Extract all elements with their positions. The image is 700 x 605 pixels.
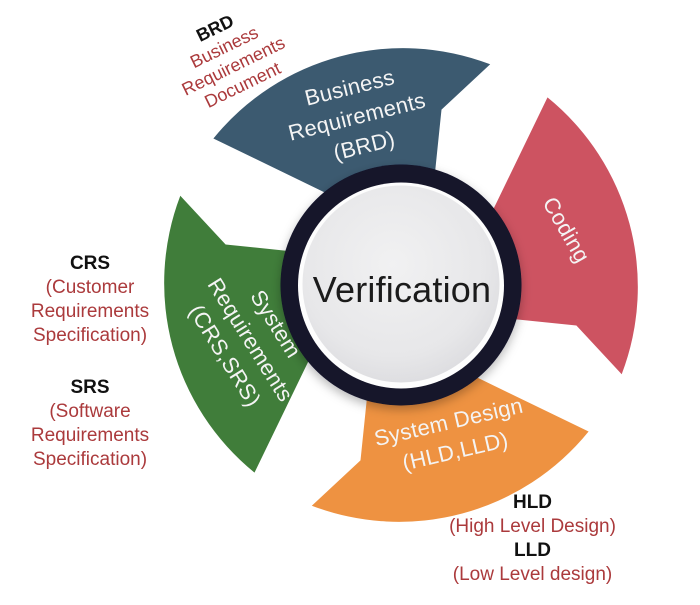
annotation-line: (High Level Design) <box>449 516 616 537</box>
annotation-acronym: LLD <box>514 540 551 561</box>
segment-business-requirements-shape <box>213 48 491 200</box>
segment-system-design-shape <box>311 370 589 522</box>
annotation-line: (Low Level design) <box>452 564 613 585</box>
segment-coding-shape <box>486 97 638 375</box>
segment-system-requirements-shape <box>164 195 316 473</box>
annotation-line: Specification) <box>32 449 148 470</box>
annotation-acronym: CRS <box>69 253 111 274</box>
annotation-line: (Customer <box>45 277 135 298</box>
annotation-line: (Software <box>49 401 131 422</box>
segment-system-requirements <box>164 195 316 473</box>
center-label: Verification <box>312 269 492 310</box>
annotation-line: Requirements <box>30 301 150 322</box>
annotation-crs: CRS (Customer Requirements Specification… <box>0 252 180 348</box>
annotation-acronym: HLD <box>512 492 553 513</box>
annotation-acronym: SRS <box>70 377 110 398</box>
segment-system-design <box>311 370 589 522</box>
annotation-hld-lld: HLD (High Level Design) LLD (Low Level d… <box>432 491 633 587</box>
center-disc <box>302 185 500 383</box>
annotation-line: Requirements <box>30 425 150 446</box>
segment-business-requirements <box>213 48 491 200</box>
segment-coding <box>486 97 638 375</box>
annotation-line: Specification) <box>32 325 148 346</box>
annotation-srs: SRS (Software Requirements Specification… <box>0 376 180 472</box>
